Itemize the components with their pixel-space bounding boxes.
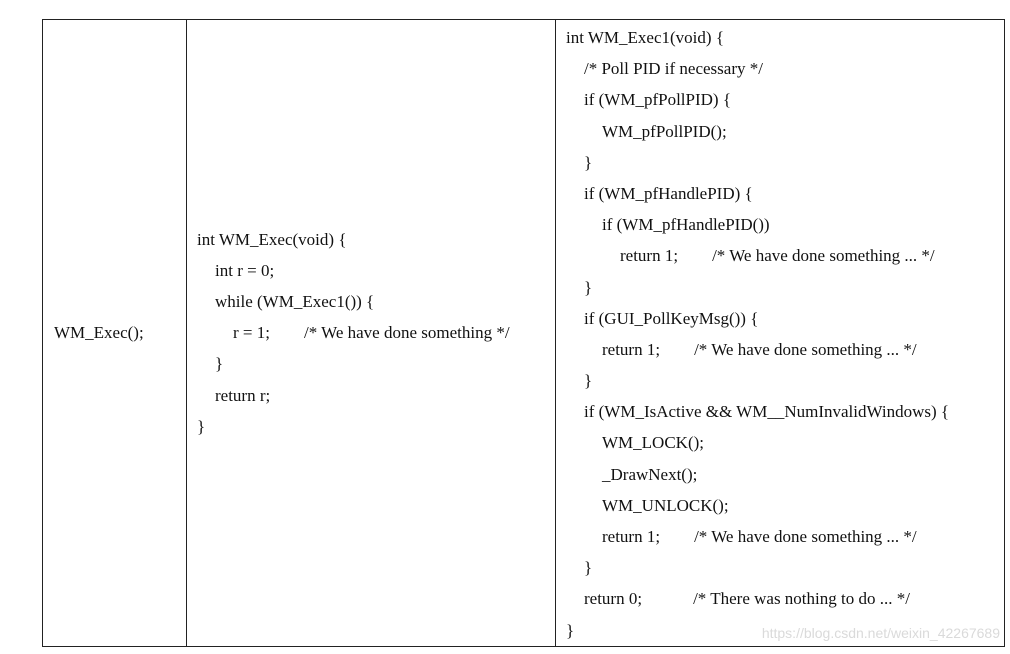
code-line: if (WM_pfPollPID) { <box>584 90 731 110</box>
code-line: return 0; /* There was nothing to do ...… <box>584 589 910 609</box>
wm-exec-code-block: int WM_Exec(void) { int r = 0; while (WM_E… <box>187 224 555 442</box>
watermark-text: https://blog.csdn.net/weixin_42267689 <box>761 625 1000 641</box>
code-line: int WM_Exec1(void) { <box>566 28 724 47</box>
wm-exec-code-cell: int WM_Exec(void) { int r = 0; while (WM_E… <box>186 19 556 647</box>
code-line: WM_UNLOCK(); <box>602 495 729 515</box>
function-call-text: WM_Exec(); <box>54 322 144 342</box>
code-line: } <box>566 620 575 640</box>
function-call-cell: WM_Exec(); <box>42 19 187 647</box>
code-line: } <box>197 416 206 436</box>
code-line: WM_pfPollPID(); <box>602 121 727 141</box>
code-line: } <box>584 152 593 172</box>
code-line: } <box>584 277 593 297</box>
code-line: } <box>215 354 224 374</box>
code-line: return 1; /* We have done something ... … <box>602 339 917 359</box>
code-line: r = 1; /* We have done something */ <box>233 323 510 343</box>
code-comparison-table: WM_Exec(); int WM_Exec(void) { int r = 0;… <box>42 19 1005 647</box>
code-line: } <box>584 558 593 578</box>
code-line: if (GUI_PollKeyMsg()) { <box>584 308 759 328</box>
code-line: } <box>584 371 593 391</box>
code-line: return r; <box>215 385 271 405</box>
code-line: int r = 0; <box>215 260 275 280</box>
code-line: WM_LOCK(); <box>602 433 704 453</box>
code-line: return 1; /* We have done something ... … <box>602 527 917 546</box>
wm-exec1-code-cell: int WM_Exec1(void) { /* Poll PID if neces… <box>555 19 1005 647</box>
code-line: if (WM_pfHandlePID) { <box>584 183 753 203</box>
table-row: WM_Exec(); int WM_Exec(void) { int r = 0;… <box>42 19 1005 647</box>
code-line: if (WM_IsActive && WM__NumInvalidWindows… <box>584 402 950 422</box>
code-line: while (WM_Exec1()) { <box>215 292 375 312</box>
wm-exec1-code-block: int WM_Exec1(void) { /* Poll PID if neces… <box>556 22 1004 646</box>
code-line: int WM_Exec(void) { <box>197 229 347 249</box>
code-line: /* Poll PID if necessary */ <box>584 59 763 79</box>
code-line: if (WM_pfHandlePID()) <box>602 215 770 235</box>
code-line: return 1; /* We have done something ... … <box>620 246 935 266</box>
code-line: _DrawNext(); <box>602 464 698 484</box>
